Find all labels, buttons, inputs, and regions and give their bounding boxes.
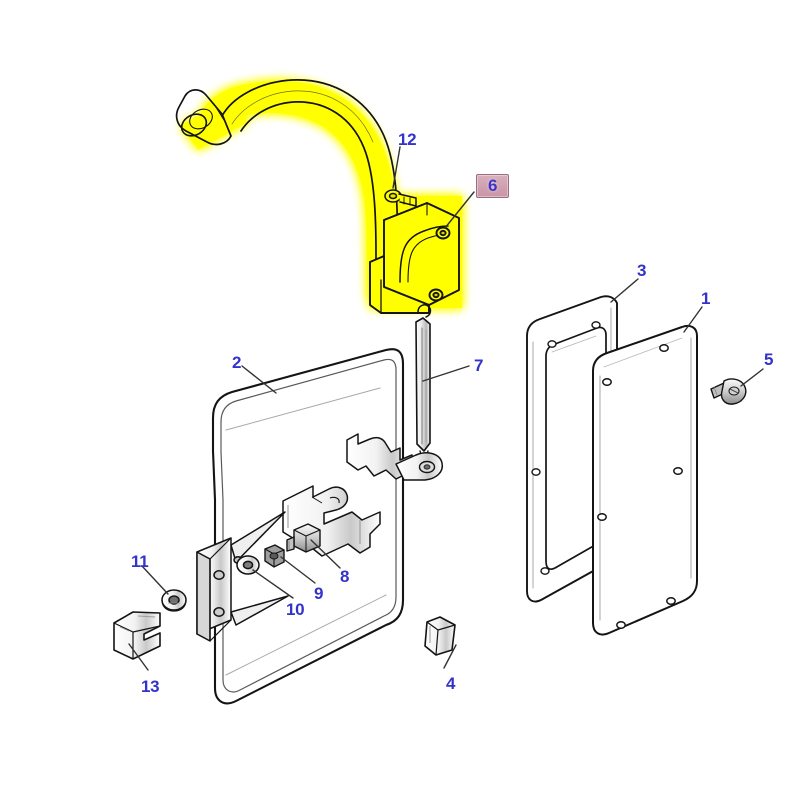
door-frame-part-2 — [211, 348, 405, 705]
callout-label-4[interactable]: 4 — [446, 674, 456, 693]
callout-label-3[interactable]: 3 — [637, 261, 647, 280]
callout-leader-lines — [128, 146, 764, 671]
leader-8 — [310, 539, 341, 569]
operating-rod-part-7 — [415, 304, 432, 467]
callout-label-11[interactable]: 11 — [131, 552, 149, 571]
callout-label-13[interactable]: 13 — [141, 677, 160, 696]
cover-plate-part-1 — [592, 324, 698, 636]
leader-3 — [610, 278, 639, 303]
callout-label-2[interactable]: 2 — [232, 353, 242, 372]
callout-label-12[interactable]: 12 — [398, 130, 417, 149]
leader-10 — [252, 569, 294, 599]
leader-2 — [241, 365, 277, 394]
leader-6 — [444, 191, 475, 229]
hinge-bracket — [196, 511, 289, 642]
rubber-bush-part-4 — [424, 616, 456, 656]
leader-5 — [740, 368, 764, 387]
leader-12 — [392, 146, 401, 189]
callout-label-5[interactable]: 5 — [764, 350, 774, 369]
callout-label-9[interactable]: 9 — [314, 584, 324, 603]
screw-part-5 — [710, 378, 747, 405]
striker-block-part-13 — [113, 611, 161, 660]
bolt-part-8 — [286, 523, 321, 553]
clip-part-12 — [384, 189, 417, 207]
callout-label-6-highlighted[interactable]: 6 — [476, 174, 510, 198]
leader-4 — [443, 644, 457, 669]
leader-1 — [683, 306, 703, 333]
lock-body-part-6 — [369, 202, 460, 314]
grommet-part-11 — [161, 589, 187, 612]
leader-11 — [141, 565, 169, 595]
latch-arm-assembly — [346, 433, 444, 481]
leader-9 — [280, 556, 316, 584]
callout-label-1[interactable]: 1 — [701, 289, 711, 308]
callout-label-10[interactable]: 10 — [286, 600, 305, 619]
callout-label-7[interactable]: 7 — [474, 356, 484, 375]
callout-label-8[interactable]: 8 — [340, 567, 350, 586]
nut-part-9 — [264, 544, 285, 568]
leader-7 — [422, 365, 470, 382]
leader-13 — [128, 643, 149, 671]
